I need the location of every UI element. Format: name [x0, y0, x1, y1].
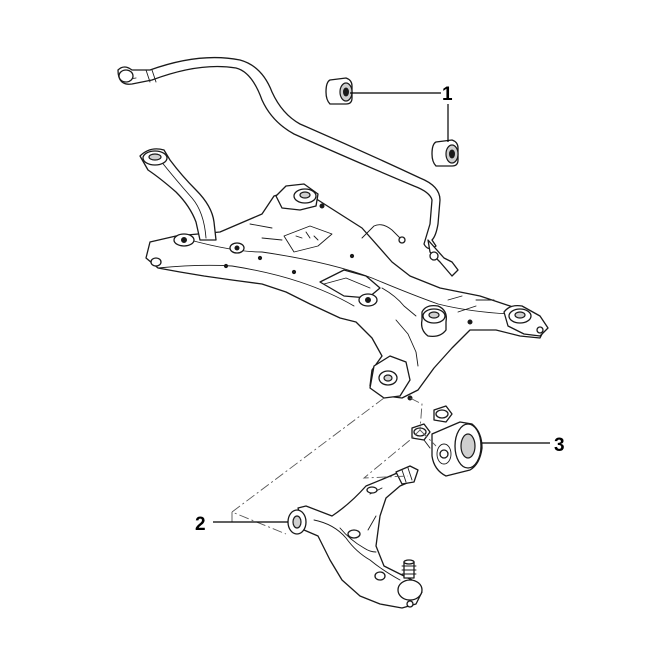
alignment-lines: [231, 397, 437, 535]
callouts: 1 2 3: [195, 84, 565, 535]
stabilizer-bushing-upper: [325, 77, 353, 105]
front-subframe: [139, 148, 549, 401]
leader-lines: [213, 92, 550, 523]
lower-control-arm: [287, 465, 423, 609]
callout-2: 2: [195, 514, 206, 535]
callout-3: 3: [554, 435, 565, 456]
callout-1: 1: [442, 84, 453, 105]
stabilizer-bar: [117, 56, 459, 277]
stabilizer-bushing-lower: [431, 139, 459, 167]
rear-lower-arm-bushing: [431, 421, 483, 477]
